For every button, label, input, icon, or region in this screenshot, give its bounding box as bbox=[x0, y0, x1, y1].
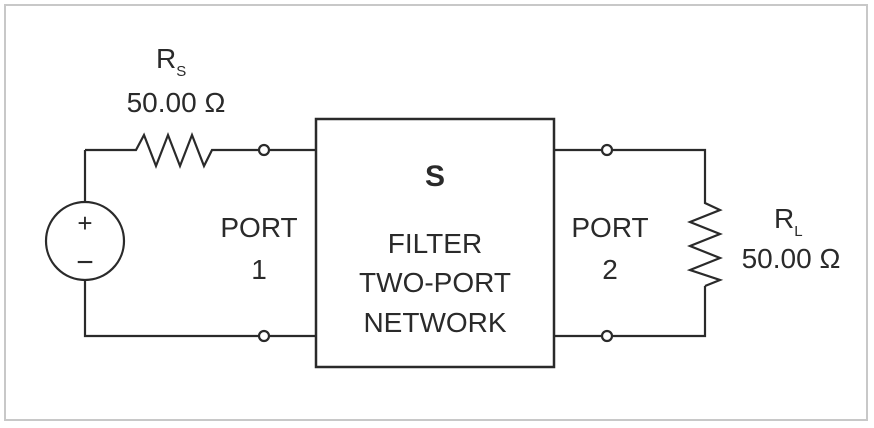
rl-label: RL bbox=[774, 203, 803, 240]
rs-value: 50.00 Ω bbox=[127, 87, 226, 118]
network-box bbox=[314, 117, 556, 369]
rl-value: 50.00 Ω bbox=[742, 243, 841, 274]
diagram-frame bbox=[4, 4, 868, 421]
voltage-source-circle bbox=[44, 200, 126, 282]
source-resistor bbox=[128, 131, 220, 170]
voltage-source: + − bbox=[44, 200, 126, 282]
source-plus-sign: + bbox=[77, 208, 92, 238]
source-bottom-wire bbox=[83, 280, 264, 338]
port1-label-line1: PORT bbox=[220, 212, 297, 243]
port2-label-line2: 2 bbox=[602, 254, 618, 285]
rs-subscript: S bbox=[176, 63, 186, 80]
port2-bottom-terminal bbox=[600, 329, 614, 343]
port1-bottom-terminal bbox=[257, 329, 271, 343]
rs-symbol: R bbox=[156, 43, 176, 74]
port2-top-wire bbox=[554, 148, 707, 198]
port1-top-terminal bbox=[257, 143, 271, 157]
load-resistor bbox=[686, 198, 724, 288]
port1-label-line2: 1 bbox=[251, 254, 267, 285]
network-line3: NETWORK bbox=[363, 307, 506, 338]
network-line2: TWO-PORT bbox=[359, 267, 511, 298]
input-circuit bbox=[83, 131, 316, 338]
rl-symbol: R bbox=[774, 203, 794, 234]
port2-label-line1: PORT bbox=[571, 212, 648, 243]
source-minus-sign: − bbox=[76, 246, 94, 279]
port2-bottom-wire bbox=[554, 286, 707, 338]
network-line1: FILTER bbox=[388, 228, 482, 259]
network-symbol: S bbox=[425, 160, 445, 193]
rs-label: RS bbox=[156, 43, 186, 80]
rl-subscript: L bbox=[794, 223, 802, 240]
output-circuit bbox=[554, 148, 724, 338]
port2-top-terminal bbox=[600, 143, 614, 157]
two-port-network: S FILTER TWO-PORT NETWORK bbox=[314, 117, 556, 369]
